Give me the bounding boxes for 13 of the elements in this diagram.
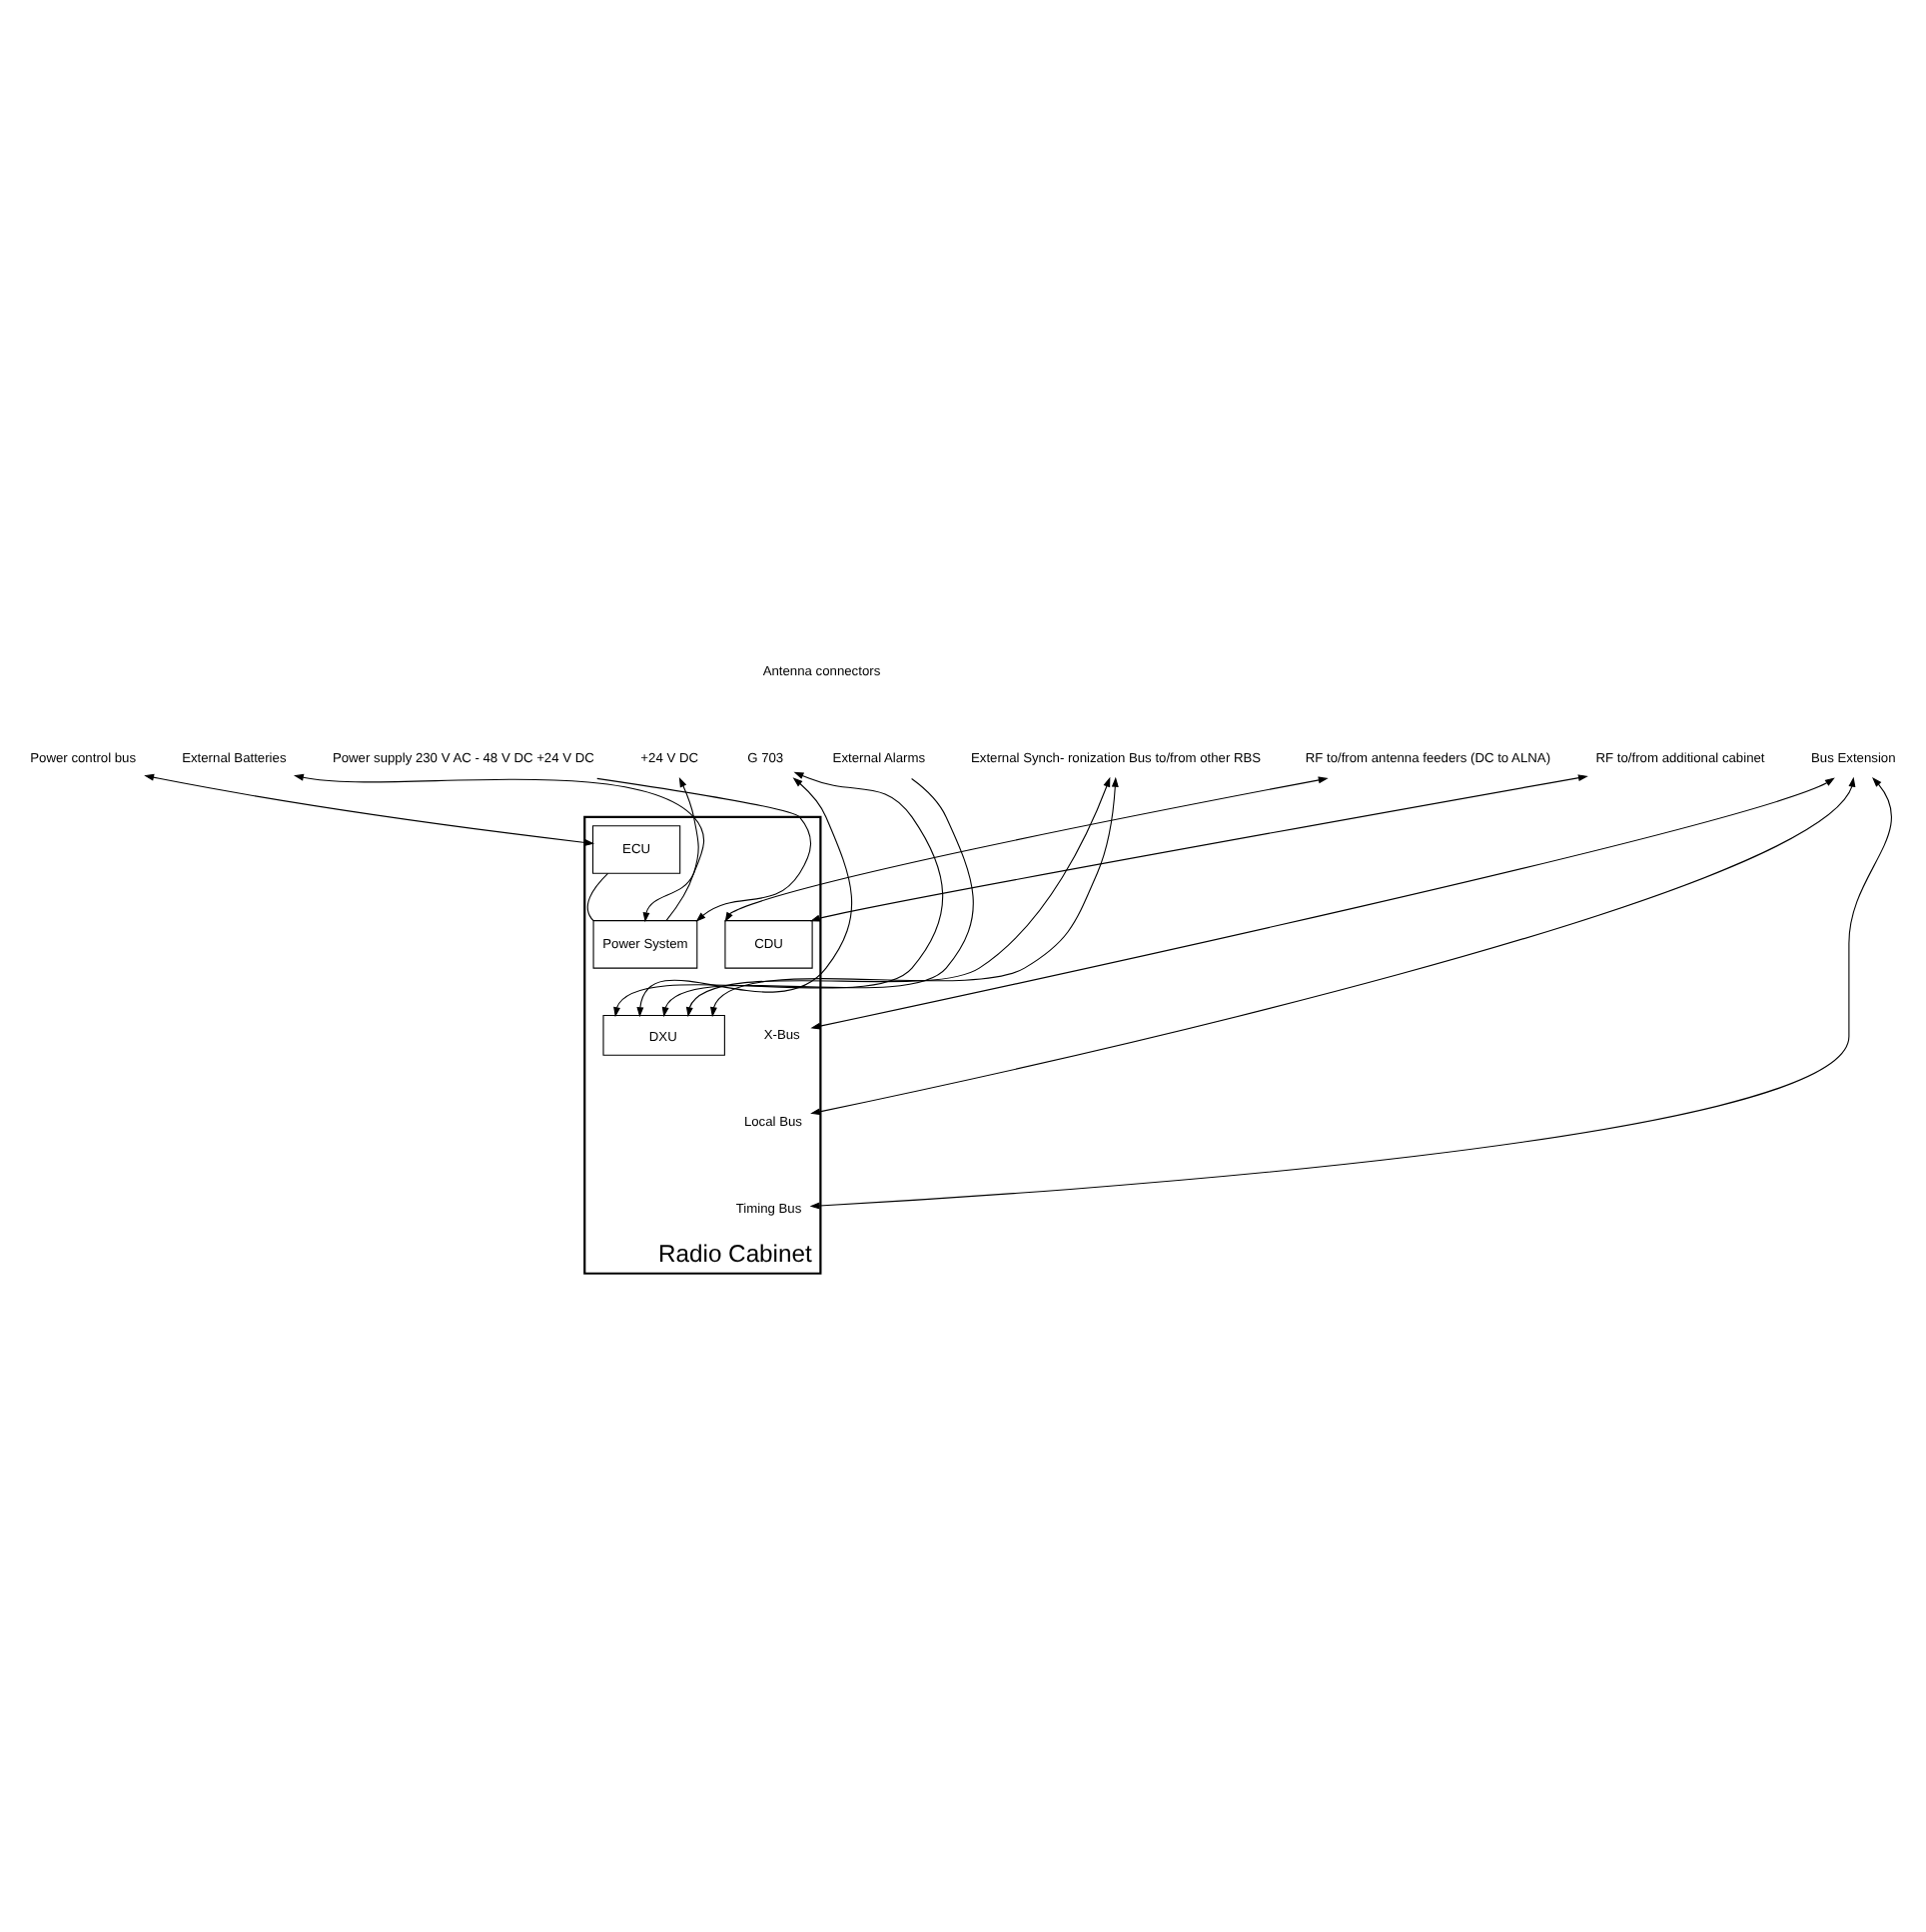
arrow (809, 776, 1892, 1209)
arrow (809, 773, 1588, 921)
arrow (613, 770, 944, 1017)
arrow (636, 776, 853, 1017)
arrow (661, 776, 974, 1017)
arrow (810, 775, 1856, 1115)
arrow (810, 776, 1835, 1029)
arrow (596, 776, 812, 921)
arrow (144, 772, 595, 845)
arrow (293, 772, 705, 922)
connector (586, 871, 609, 921)
arrow (665, 776, 699, 921)
arrow (724, 775, 1329, 922)
